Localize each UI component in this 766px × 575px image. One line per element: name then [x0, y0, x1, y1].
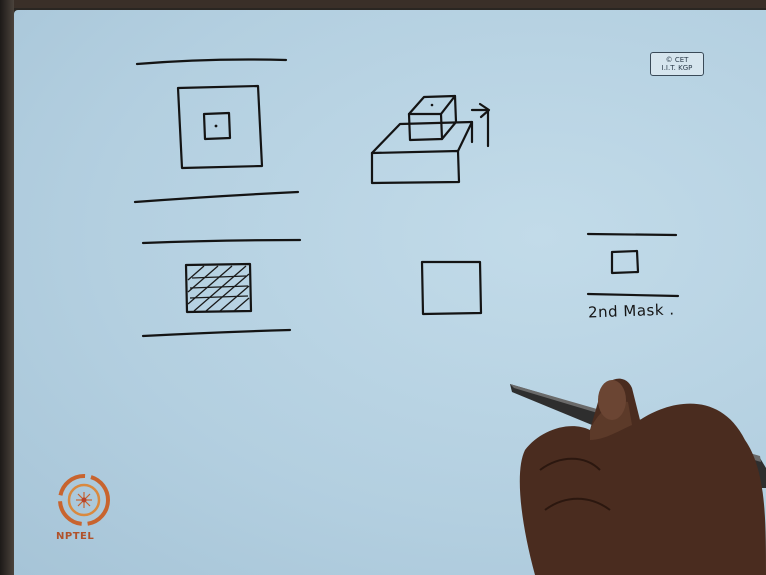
- nptel-logo-text: NPTEL: [56, 531, 94, 542]
- second-mask-label: 2nd Mask .: [588, 300, 675, 321]
- block-perspective-sketch: [372, 96, 489, 183]
- cet-watermark: © CET I.I.T. KGP: [650, 52, 704, 76]
- plain-square-sketch: [422, 262, 481, 314]
- second-mask-sketch: [588, 234, 678, 296]
- mask-top-view-sketch: [135, 60, 298, 203]
- hatched-mask-sketch: [143, 240, 300, 336]
- cet-watermark-line2: I.I.T. KGP: [662, 64, 693, 72]
- cet-watermark-line1: © CET: [666, 56, 689, 64]
